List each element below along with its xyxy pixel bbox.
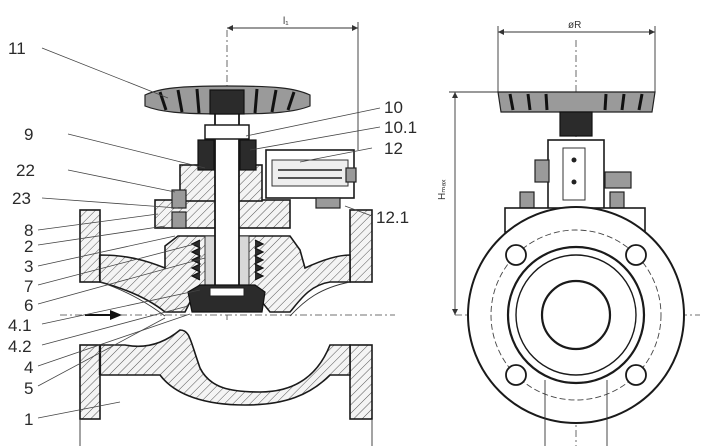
handwheel — [144, 85, 311, 115]
front-handwheel — [497, 91, 656, 137]
part-label-5: 5 — [24, 379, 33, 398]
part-label-1: 1 — [24, 410, 33, 429]
leader-lines-left — [37, 47, 206, 419]
part-label-12-1: 12.1 — [376, 208, 409, 227]
dimension-l1: l₁ — [227, 16, 359, 150]
limit-switch — [265, 149, 357, 209]
left-flange — [79, 209, 102, 420]
part-label-2: 2 — [24, 237, 33, 256]
dimension-h-max: Hₘₐₓ — [437, 91, 498, 315]
dimension-h-max-label: Hₘₐₓ — [437, 179, 448, 200]
part-label-12: 12 — [384, 139, 403, 158]
part-label-3: 3 — [24, 257, 33, 276]
valve-disc — [187, 284, 266, 313]
part-label-11: 11 — [8, 39, 26, 58]
front-flange — [467, 206, 685, 446]
part-label-4-1: 4.1 — [8, 316, 32, 335]
front-view: øR Hₘₐₓ — [437, 20, 700, 446]
section-view: l₁ 11 9 22 23 — [8, 16, 417, 446]
right-flange — [349, 209, 373, 420]
dimension-diameter-r: øR — [497, 20, 656, 92]
part-label-22: 22 — [16, 161, 35, 180]
part-label-4-2: 4.2 — [8, 337, 32, 356]
part-label-10-1: 10.1 — [384, 118, 417, 137]
part-label-6: 6 — [24, 296, 33, 315]
flow-arrow — [85, 310, 122, 320]
leader-lines-right — [245, 107, 381, 217]
part-label-23: 23 — [12, 189, 31, 208]
part-label-10: 10 — [384, 98, 403, 117]
bolt-head — [171, 189, 187, 209]
dimension-l1-label: l₁ — [283, 16, 289, 27]
part-label-4: 4 — [24, 358, 33, 377]
part-label-9: 9 — [24, 125, 33, 144]
bolt-holes — [505, 244, 647, 386]
part-label-7: 7 — [24, 277, 33, 296]
part-label-8: 8 — [24, 221, 33, 240]
dimension-diameter-r-label: øR — [568, 20, 581, 31]
